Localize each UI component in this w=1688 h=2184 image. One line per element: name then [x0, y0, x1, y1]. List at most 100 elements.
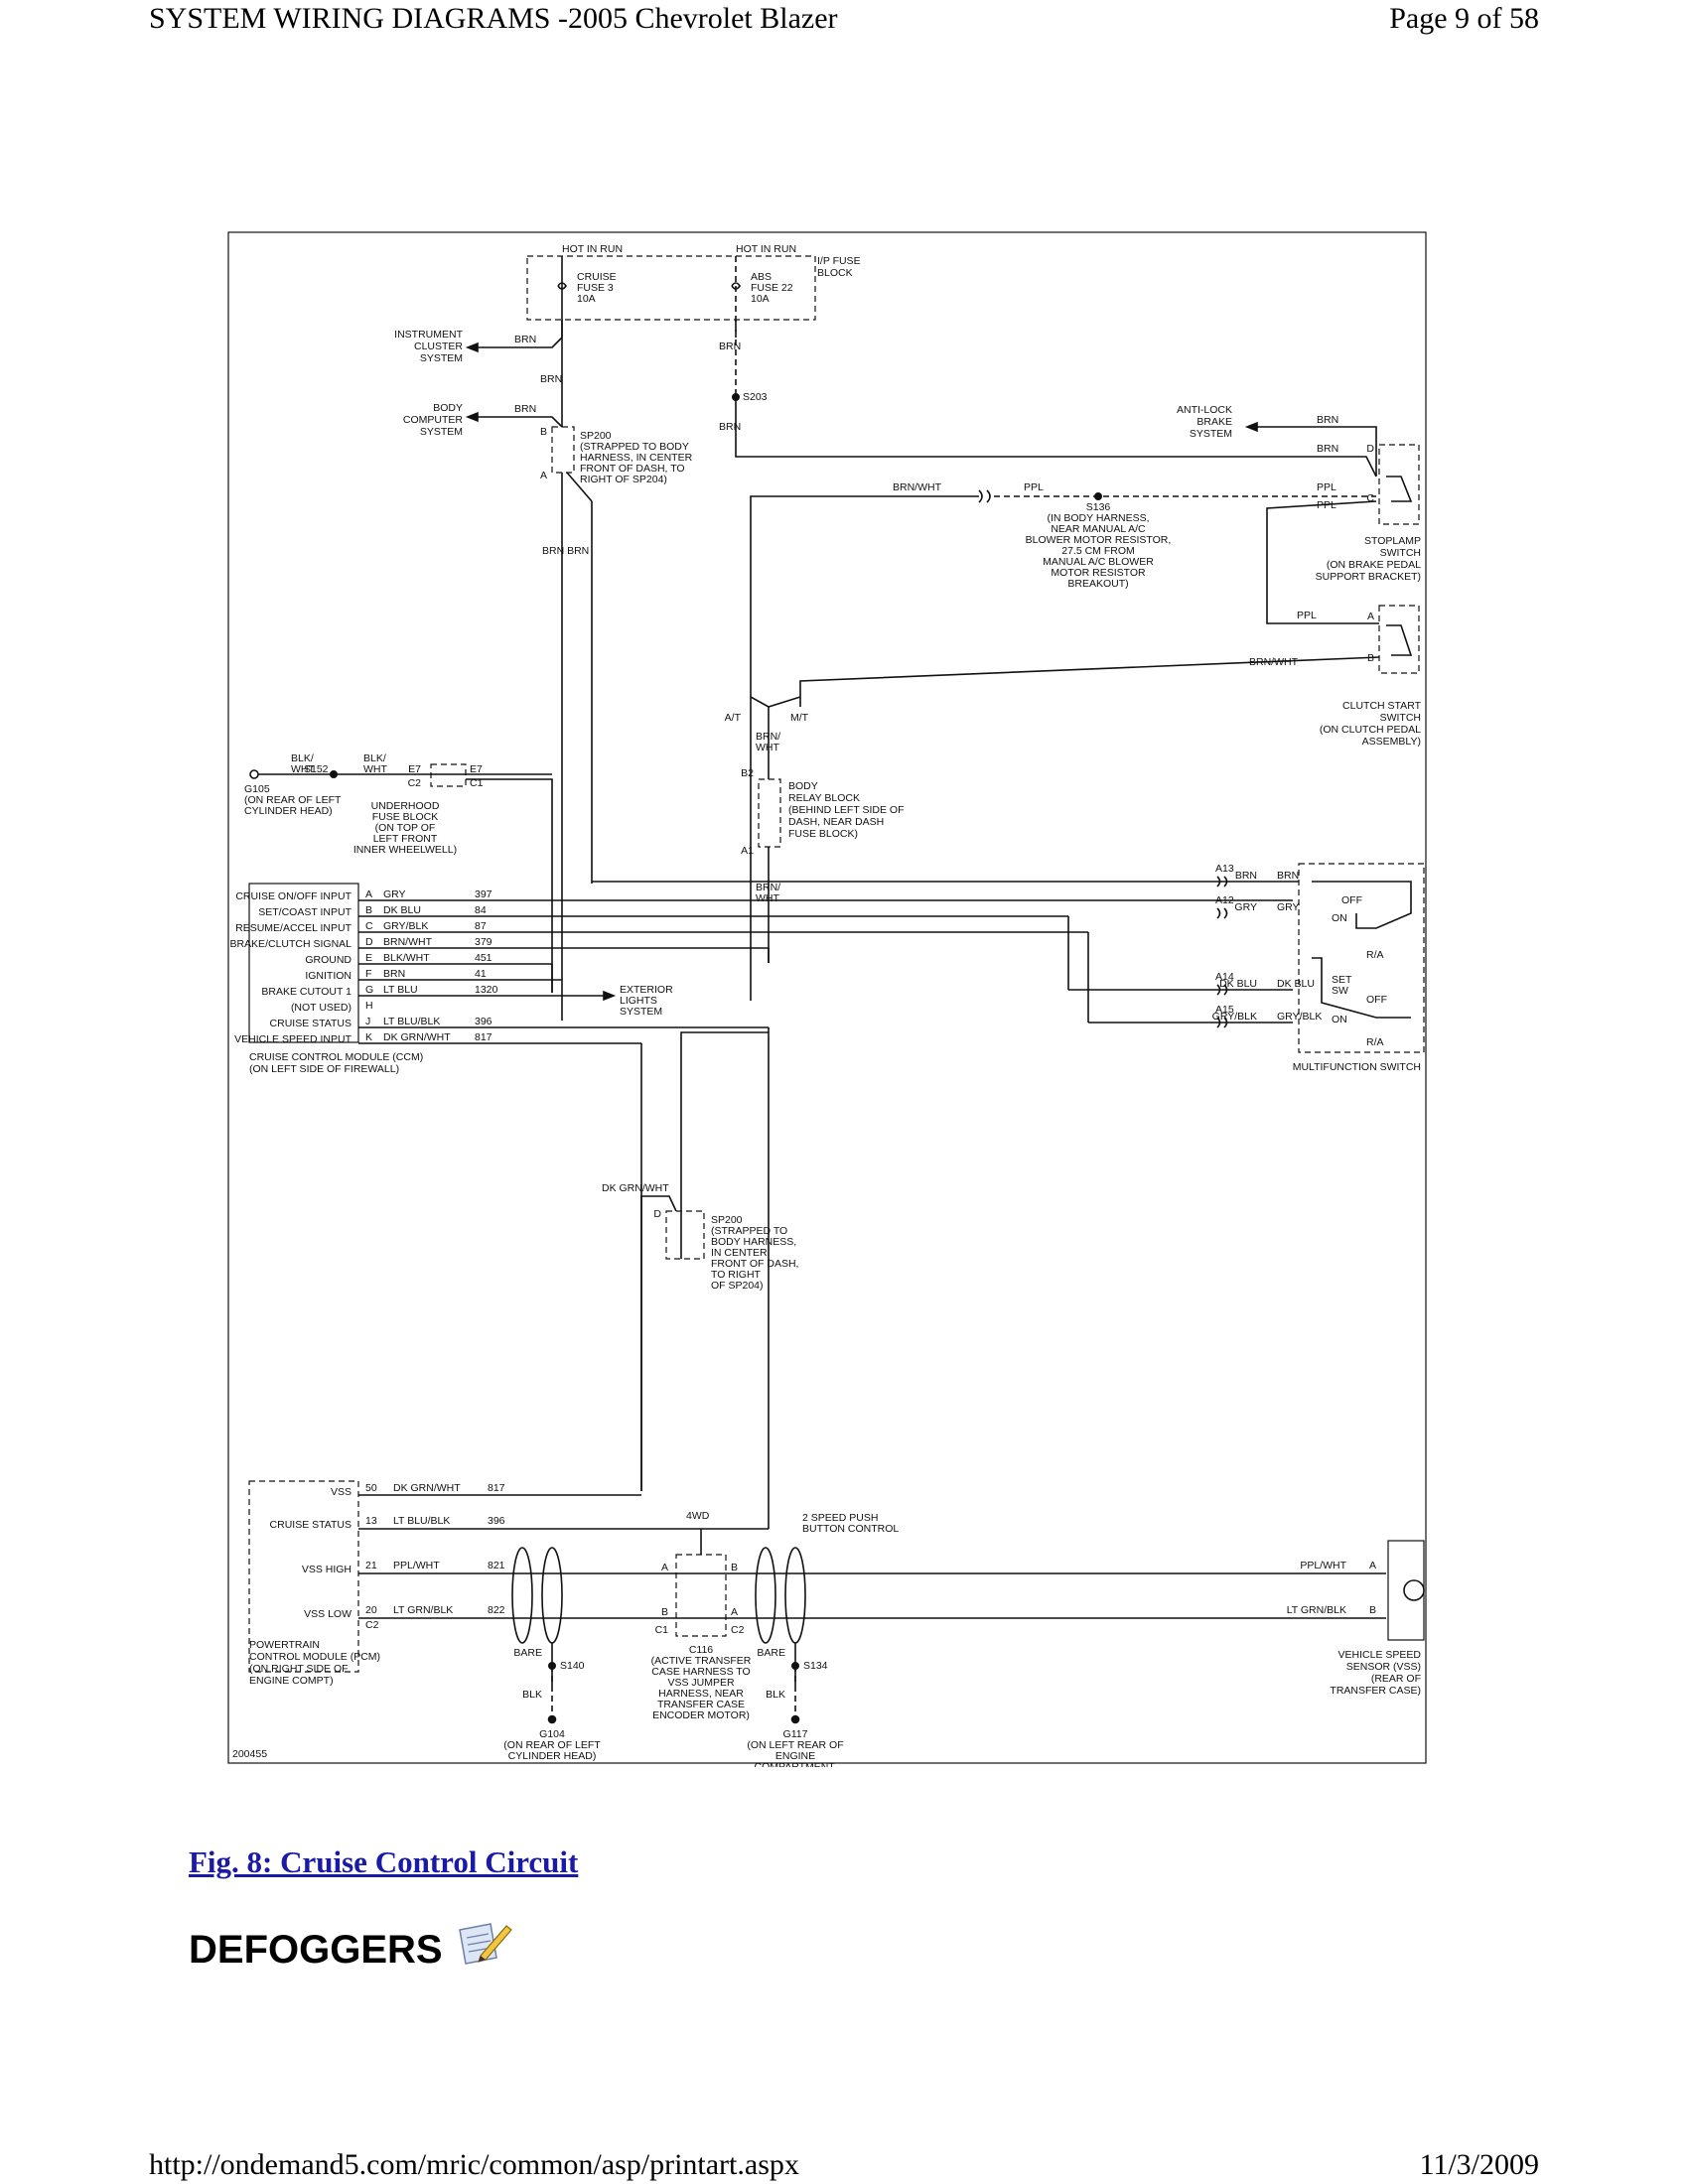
sp200-lower-label: OF SP204) [711, 1280, 764, 1292]
wire-color-label: BRN [719, 421, 741, 433]
switch-label: OFF [1366, 994, 1387, 1006]
pcm-pin-number: 20 [365, 1604, 377, 1616]
clutch-start-switch [1378, 605, 1420, 674]
connector-icon [1216, 907, 1228, 919]
multifunction-label: MULTIFUNCTION SWITCH [1293, 1061, 1421, 1073]
wire [1386, 624, 1413, 656]
g104-label: CYLINDER HEAD) [508, 1750, 597, 1762]
wire [473, 337, 563, 348]
pin-label: C1 [655, 1624, 669, 1636]
pin-label: B2 [741, 767, 754, 779]
fuse-label: FUSE 22 [751, 282, 793, 294]
wire-color-label: BLK/WHT [383, 952, 430, 964]
wire-color-label: PPL/WHT [1300, 1560, 1346, 1571]
pin-label: A13 [1215, 863, 1234, 875]
wire-color-label: BRN/WHT [1249, 656, 1299, 668]
c116-label: TRANSFER CASE [657, 1699, 745, 1710]
pin-label: A [1367, 611, 1374, 622]
figure-caption-link[interactable]: Fig. 8: Cruise Control Circuit [189, 1844, 579, 1879]
ccm-pin-name: GROUND [305, 954, 352, 966]
wire-color-label: GRY/BLK [1277, 1011, 1322, 1023]
wire-color-label: WHT [756, 742, 779, 753]
exterior-lights-label: LIGHTS [620, 995, 657, 1007]
fuse-icon [731, 282, 741, 290]
g105-label: CYLINDER HEAD) [244, 805, 333, 817]
sp200-label: RIGHT OF SP204) [580, 474, 667, 485]
fuse-label: ABS [751, 271, 772, 283]
circuit-number: 822 [488, 1604, 505, 1616]
pin-label: A [1369, 1560, 1376, 1571]
wire-color-label: BRN [719, 341, 741, 352]
wire-color-label: DK BLU [1219, 978, 1257, 990]
pcm-label: POWERTRAIN [249, 1639, 320, 1651]
pin-label: C1 [470, 777, 484, 789]
wire-color-label: LT BLU [383, 984, 418, 996]
arrow-right-icon [603, 990, 617, 1002]
circuit-number: 397 [475, 888, 492, 900]
clutch-label: (ON CLUTCH PEDAL [1320, 724, 1421, 736]
ccm-pin-letter: B [365, 904, 372, 916]
wire-color-label: BRN [383, 968, 405, 980]
wire-color-label: DK BLU [383, 904, 421, 916]
fuse-label: 10A [751, 293, 770, 305]
switch-label: R/A [1366, 949, 1384, 961]
shield-icon [511, 1547, 533, 1644]
wire-color-label: BRN [1235, 870, 1257, 882]
wire [1351, 426, 1377, 477]
g105-label: G105 [244, 783, 270, 795]
exterior-lights-label: EXTERIOR [620, 984, 673, 996]
ccm-pin-name: RESUME/ACCEL INPUT [235, 922, 352, 934]
pcm-pin-number: 13 [365, 1515, 377, 1527]
ccm-pin-name: BRAKE/CLUTCH SIGNAL [229, 938, 352, 950]
page-number: Page 9 of 58 [1389, 2, 1539, 35]
wire-color-label: BLK/ [291, 752, 314, 764]
pcm-pin-number: 50 [365, 1482, 377, 1494]
underhood-fuse-block [430, 763, 467, 787]
fuse-label: CRUISE [577, 271, 617, 283]
note-pencil-icon[interactable] [455, 1918, 514, 1968]
ground-icon [249, 769, 259, 779]
relay-block-label: FUSE BLOCK) [788, 828, 858, 840]
circuit-number: 379 [475, 936, 492, 948]
clutch-label: ASSEMBLY) [1362, 736, 1421, 748]
wire-color-label: BRN BRN [542, 545, 589, 557]
diagram-frame [227, 231, 1427, 1764]
source-url[interactable]: http://ondemand5.com/mric/common/asp/pri… [149, 2148, 799, 2181]
pin-label: A [731, 1606, 738, 1618]
wire-color-label: WHT [756, 892, 779, 904]
underhood-label: (ON TOP OF [375, 822, 436, 834]
g104-label: (ON REAR OF LEFT [503, 1739, 601, 1751]
relay-block-label: BODY [788, 780, 818, 792]
page-footer: http://ondemand5.com/mric/common/asp/pri… [149, 2144, 1539, 2184]
wire [680, 1031, 769, 1259]
wire-color-label: GRY/BLK [383, 920, 428, 932]
wire-color-label: BRN/WHT [383, 936, 433, 948]
vss-sensor-label: (REAR OF [1371, 1673, 1421, 1685]
wire [566, 472, 593, 502]
stoplamp-label: SWITCH [1380, 547, 1421, 559]
wire-color-label: BARE [757, 1647, 785, 1659]
pin-label: C2 [408, 777, 422, 789]
shield-icon [541, 1547, 563, 1644]
wire [1312, 881, 1412, 929]
c116-connector [675, 1554, 727, 1637]
ccm-pin-name: CRUISE ON/OFF INPUT [235, 890, 352, 902]
g117-label: G117 [783, 1728, 808, 1740]
pin-label: D [1366, 443, 1374, 455]
relay-block-label: RELAY BLOCK [788, 792, 860, 804]
relay-block-label: DASH, NEAR DASH [788, 816, 884, 828]
body-computer-label: SYSTEM [420, 426, 463, 438]
wire-color-label: BLK [522, 1689, 542, 1701]
fuse-label: 10A [577, 293, 596, 305]
section-heading: DEFOGGERS [189, 1928, 443, 1972]
c116-label: (ACTIVE TRANSFER [651, 1655, 752, 1667]
wire-color-label: PPL [1024, 481, 1044, 493]
circuit-number: 87 [475, 920, 487, 932]
clutch-label: CLUTCH START [1342, 700, 1422, 712]
wire-color-label: LT GRN/BLK [1287, 1604, 1346, 1616]
s152-splice [330, 769, 339, 778]
g117-label: ENGINE [775, 1750, 815, 1762]
figure-id: 200455 [232, 1748, 267, 1760]
ccm-pin-letter: K [365, 1031, 372, 1043]
wire-color-label: BRN [1277, 870, 1299, 882]
